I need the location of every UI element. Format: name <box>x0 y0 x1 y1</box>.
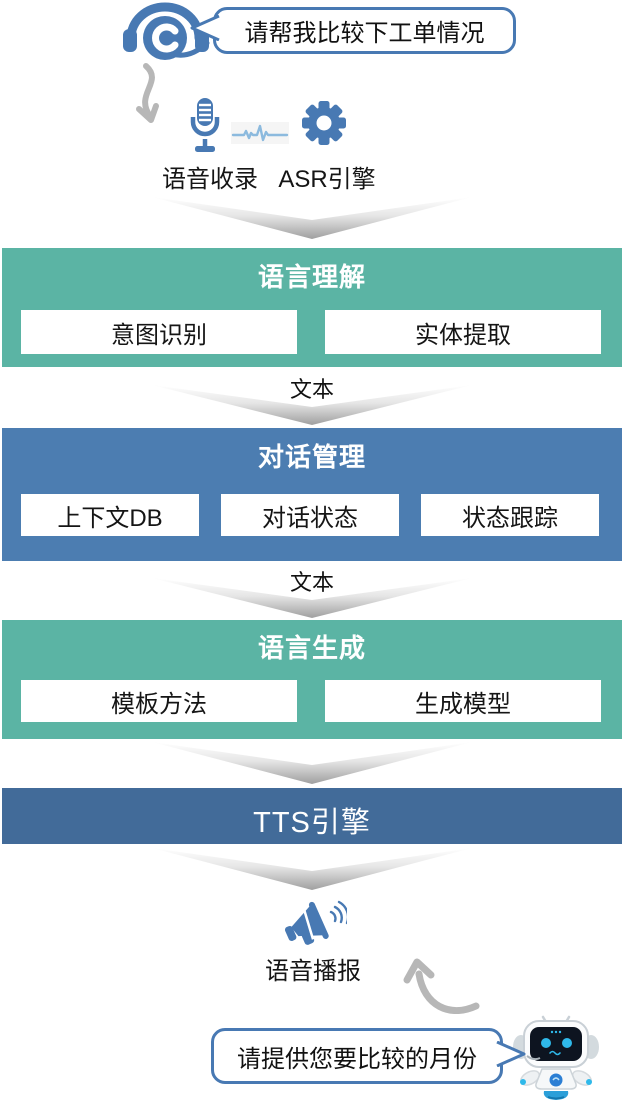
microphone-icon <box>190 98 220 152</box>
nlu-block: 语言理解 意图识别 实体提取 <box>2 248 622 367</box>
voice-capture-label: 语音收录 <box>162 166 258 193</box>
dm-item-context-db: 上下文DB <box>21 494 199 536</box>
voice-broadcast-label: 语音播报 <box>265 958 361 985</box>
megaphone-icon <box>284 900 347 945</box>
dm-item-dialog-state: 对话状态 <box>221 494 399 536</box>
waveform-icon <box>231 122 289 144</box>
chevron-connector <box>152 197 472 239</box>
gear-icon <box>302 101 346 145</box>
connector-nlu-dm: 文本 <box>152 372 472 426</box>
bot-bubble-tail <box>496 1041 526 1067</box>
user-speech-text: 请帮我比较下工单情况 <box>244 20 485 47</box>
nlg-item-template: 模板方法 <box>21 680 297 722</box>
user-bubble-tail <box>190 15 220 41</box>
chevron-connector <box>152 848 472 890</box>
chevron-connector <box>152 742 472 784</box>
asr-engine-label: ASR引擎 <box>278 166 376 193</box>
tts-title: TTS引擎 <box>253 807 371 839</box>
nlu-item-entity: 实体提取 <box>325 310 601 354</box>
nlg-item-generative: 生成模型 <box>325 680 601 722</box>
nlu-item-intent: 意图识别 <box>21 310 297 354</box>
dm-item-state-tracking: 状态跟踪 <box>421 494 599 536</box>
bot-speech-bubble: 请提供您要比较的月份 <box>211 1028 503 1084</box>
dm-title: 对话管理 <box>257 442 366 472</box>
nlg-title: 语言生成 <box>257 633 366 663</box>
nlu-title: 语言理解 <box>257 262 366 292</box>
curved-arrow-up-icon <box>403 958 480 1014</box>
robot-icon <box>513 1015 599 1100</box>
curved-arrow-down-icon <box>136 63 159 123</box>
dm-block: 对话管理 上下文DB 对话状态 状态跟踪 <box>2 428 622 561</box>
connector-text-label: 文本 <box>289 377 334 402</box>
user-speech-bubble: 请帮我比较下工单情况 <box>213 7 516 54</box>
chevron-connector <box>152 385 472 425</box>
connector-text-label: 文本 <box>289 570 334 595</box>
connector-dm-nlg: 文本 <box>152 565 472 619</box>
nlg-block: 语言生成 模板方法 生成模型 <box>2 620 622 739</box>
bot-speech-text: 请提供您要比较的月份 <box>237 1045 477 1073</box>
chevron-connector <box>152 578 472 618</box>
tts-bar: TTS引擎 <box>2 788 622 844</box>
